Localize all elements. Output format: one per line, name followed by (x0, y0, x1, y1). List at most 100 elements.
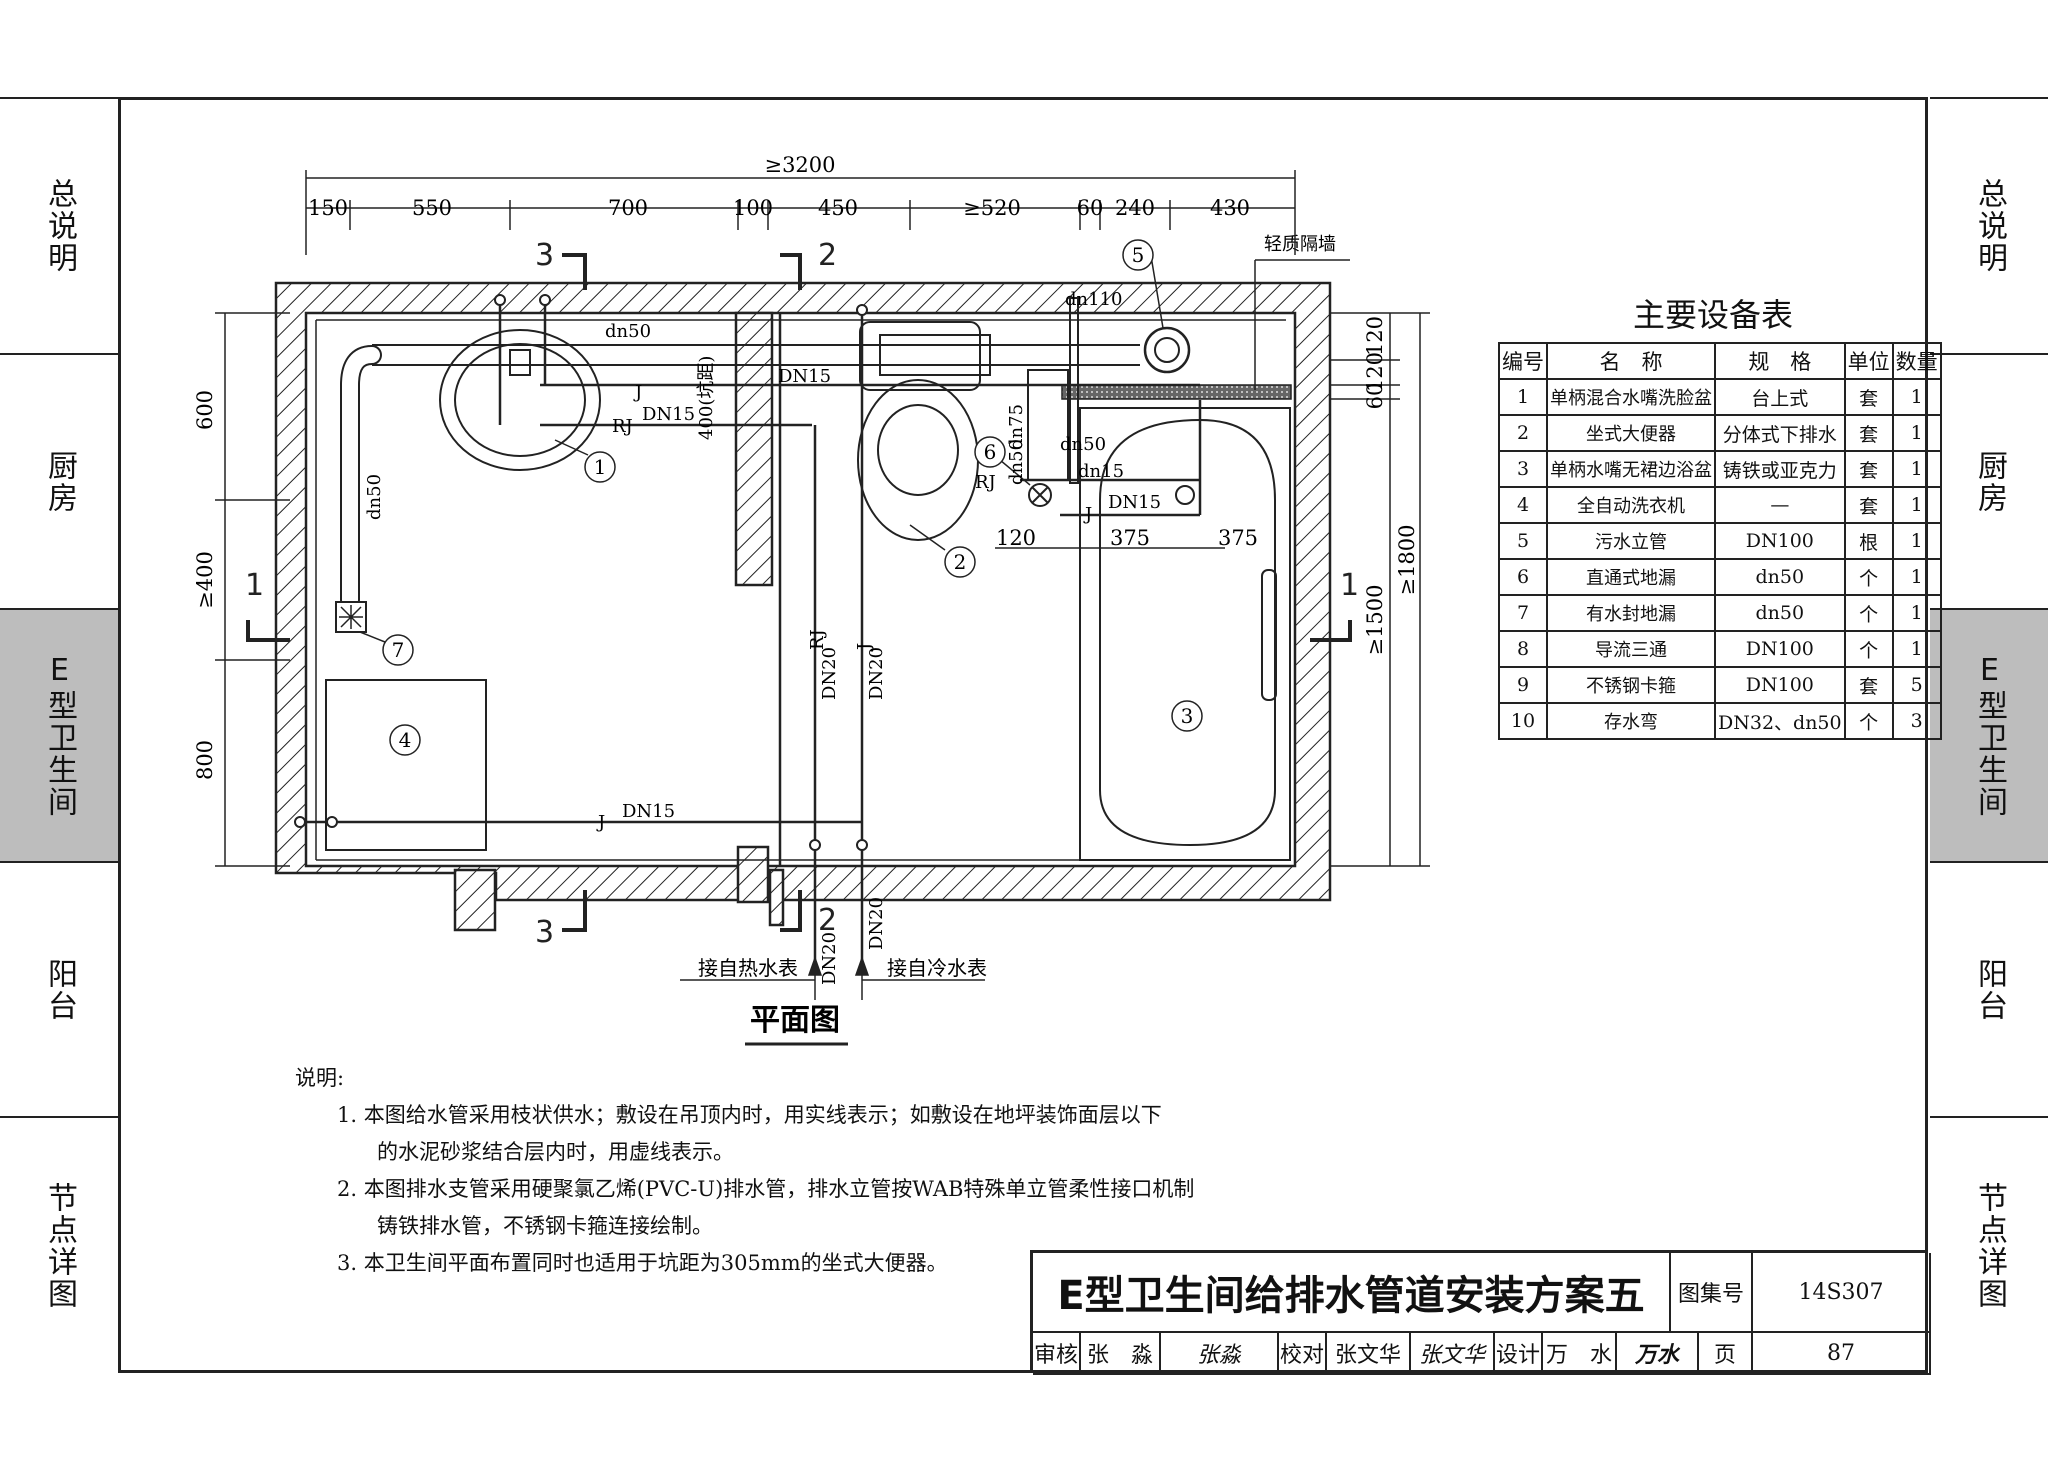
drawing-title: E型卫生间给排水管道安装方案五 (1033, 1253, 1671, 1333)
fixture-number: 5 (1132, 243, 1145, 267)
table-cell: 5 (1498, 522, 1548, 560)
pipe-labels: dn50 J RJ DN15 DN15 400(坑距) dn110 dn75 d… (364, 289, 1161, 985)
table-cell: 套 (1843, 666, 1894, 704)
table-cell: dn50 (1714, 558, 1846, 596)
dimension-label: 60 (1077, 196, 1104, 220)
pipe-label: RJ (612, 416, 633, 437)
pipe-label: dn50 (1006, 439, 1027, 485)
title-block: E型卫生间给排水管道安装方案五 图集号 14S307 审核 张 淼 张淼 校对 … (1030, 1250, 1931, 1375)
section-mark: 1 (1340, 568, 1359, 603)
table-cell: 1 (1891, 450, 1942, 488)
washing-machine (325, 679, 487, 851)
table-cell: 1 (1891, 414, 1942, 452)
note-continuation: 铸铁排水管，不锈钢卡箍连接绘制。 (377, 1214, 713, 1238)
page-number: 87 (1753, 1333, 1931, 1375)
pipe-label: DN20 (866, 647, 887, 700)
dimension-label: 120 (1363, 352, 1387, 392)
nav-label: 阳台 (1972, 957, 2007, 1022)
table-cell: dn50 (1714, 594, 1846, 632)
section-mark: 2 (818, 238, 837, 273)
note-item: 3. 本卫生间平面布置同时也适用于坑距为305mm的坐式大便器。 (295, 1245, 1194, 1282)
note-continuation: 的水泥砂浆结合层内时，用虚线表示。 (377, 1140, 734, 1164)
table-cell: 单柄混合水嘴洗脸盆 (1546, 378, 1716, 416)
pipe-label: DN15 (622, 801, 675, 822)
notes-heading: 说明: (295, 1066, 345, 1090)
dimension-label: 600 (193, 390, 217, 430)
table-cell: 5 (1891, 666, 1942, 704)
table-cell: 导流三通 (1546, 630, 1716, 668)
pipe-label: dn75 (1006, 404, 1027, 450)
table-cell: DN32、dn50 (1714, 702, 1846, 740)
nav-label: 厨房 (42, 449, 77, 514)
pipe-label: DN15 (1108, 492, 1161, 513)
fixture-number: 2 (954, 550, 967, 574)
table-cell: 10 (1498, 702, 1548, 740)
fixture-number: 3 (1181, 704, 1194, 728)
section-mark: 3 (535, 915, 554, 950)
pipe-label: J (633, 382, 642, 403)
table-cell: 个 (1843, 630, 1894, 668)
nav-left-details[interactable]: 节点详图 (0, 1118, 118, 1373)
atlas-label: 图集号 (1671, 1253, 1753, 1333)
nav-right-general[interactable]: 总说明 (1930, 97, 2048, 355)
table-cell: 个 (1843, 594, 1894, 632)
notes: 说明: 1. 本图给水管采用枝状供水；敷设在吊顶内时，用实线表示；如敷设在地坪装… (295, 1060, 1194, 1282)
pipe-label: 400(坑距) (696, 356, 717, 440)
pipe-label: dn50 (364, 474, 385, 520)
nav-right-bathroom-e[interactable]: E型卫生间 (1930, 610, 2048, 863)
table-cell: 铸铁或亚克力 (1714, 450, 1846, 488)
dimension-label: 430 (1210, 196, 1250, 220)
dimension-label: ≥520 (963, 196, 1021, 220)
pipe-label: dn110 (1065, 289, 1122, 310)
pipe-label: J (854, 643, 875, 652)
nav-label: 总说明 (1972, 178, 2007, 274)
nav-right-details[interactable]: 节点详图 (1930, 1118, 2048, 1373)
reviewer-signature: 张淼 (1161, 1333, 1279, 1375)
pipe-label: RJ (975, 472, 996, 493)
fixture-number: 4 (399, 728, 412, 752)
nav-left-kitchen[interactable]: 厨房 (0, 355, 118, 610)
table-cell: 1 (1891, 594, 1942, 632)
table-cell: 不锈钢卡箍 (1546, 666, 1716, 704)
light-wall-label: 轻质隔墙 (1264, 234, 1336, 255)
nav-left-bathroom-e[interactable]: E型卫生间 (0, 610, 118, 863)
dimension-label: 100 (733, 196, 773, 220)
nav-right-kitchen[interactable]: 厨房 (1930, 355, 2048, 610)
table-cell: 1 (1891, 486, 1942, 524)
overall-dimension: ≥3200 (764, 153, 835, 177)
nav-left-balcony[interactable]: 阳台 (0, 863, 118, 1118)
table-cell: 全自动洗衣机 (1546, 486, 1716, 524)
light-partition (1061, 384, 1292, 400)
dimension-label: 550 (412, 196, 452, 220)
section-mark: 3 (535, 238, 554, 273)
nav-label: 总说明 (42, 178, 77, 274)
fixture-number-callouts: 1 2 3 4 5 6 7 (359, 239, 1203, 756)
header-cell: 规 格 (1714, 342, 1846, 380)
table-cell: 2 (1498, 414, 1548, 452)
designer-signature: 万水 (1617, 1333, 1699, 1375)
nav-label: 阳台 (42, 957, 77, 1022)
dimension-label: 375 (1218, 526, 1258, 550)
pipe-label: J (596, 812, 605, 833)
nav-right-balcony[interactable]: 阳台 (1930, 863, 2048, 1118)
dimension-label: ≥1800 (1395, 524, 1419, 595)
supply-hot-label: 接自热水表 (698, 956, 798, 980)
nav-label: 节点详图 (42, 1181, 77, 1310)
pipe-label: DN20 (819, 932, 840, 985)
header-cell: 名 称 (1546, 342, 1716, 380)
table-cell: 分体式下排水 (1714, 414, 1846, 452)
pipe-label: DN15 (778, 366, 831, 387)
fixture-number: 1 (594, 455, 607, 479)
table-cell: 1 (1498, 378, 1548, 416)
designer-name: 万 水 (1543, 1333, 1617, 1375)
nav-left-general[interactable]: 总说明 (0, 97, 118, 355)
table-header-row: 编号 名 称 规 格 单位 数量 (1498, 342, 1942, 380)
